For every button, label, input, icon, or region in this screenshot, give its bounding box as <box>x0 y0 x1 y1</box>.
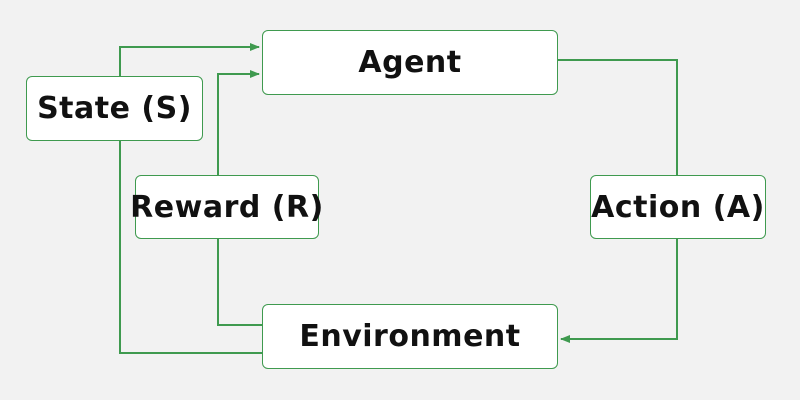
agent-label: Agent <box>358 45 462 80</box>
edge-environment-to-state <box>119 141 262 354</box>
edge-state-to-agent <box>119 43 260 76</box>
environment-label: Environment <box>299 319 521 354</box>
agent-node: Agent <box>262 30 558 95</box>
reward-node: Reward (R) <box>130 175 323 239</box>
edge-action-to-environment <box>560 239 678 343</box>
state-node: State (S) <box>26 76 203 141</box>
environment-node: Environment <box>262 304 558 369</box>
edge-reward-to-agent <box>217 70 260 175</box>
edge-agent-to-action <box>558 59 678 175</box>
action-node: Action (A) <box>590 175 766 239</box>
action-label: Action (A) <box>591 189 765 225</box>
state-label: State (S) <box>37 91 192 126</box>
edge-environment-to-reward <box>217 239 262 326</box>
reward-label: Reward (R) <box>130 189 324 225</box>
